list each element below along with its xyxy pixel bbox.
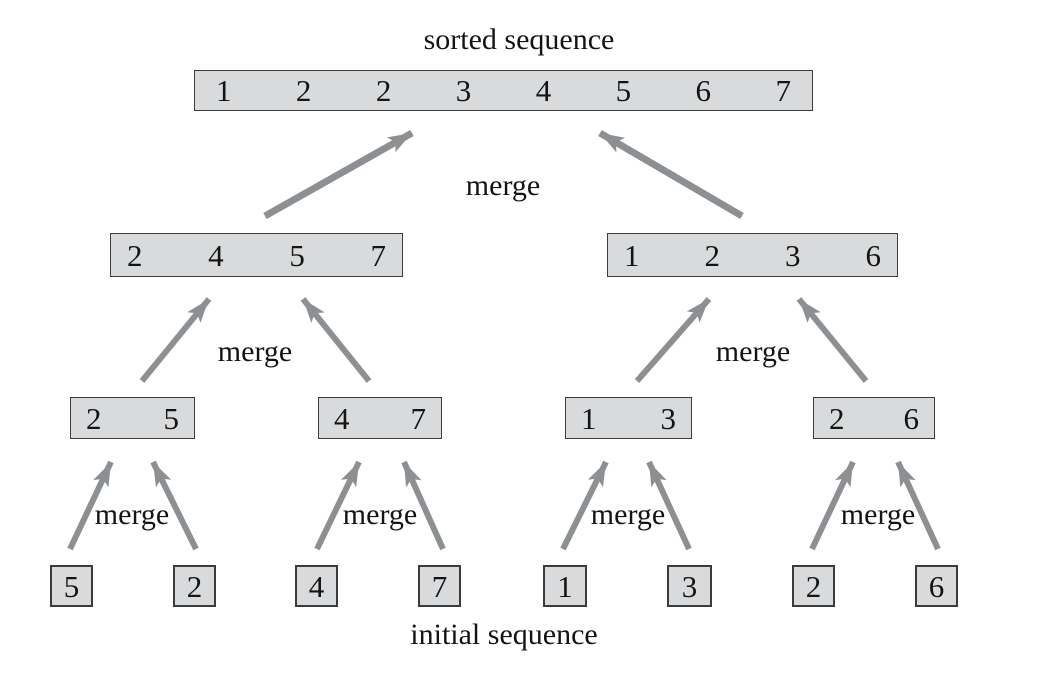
sequence-value: 7 [370, 237, 386, 273]
run2-box-4: 2 6 [813, 397, 935, 439]
sequence-value: 5 [63, 568, 80, 604]
merge-label: merge [217, 335, 293, 368]
run2-box-1: 2 5 [70, 397, 195, 439]
merge-arrow [314, 460, 362, 551]
sequence-value: 2 [86, 400, 102, 436]
run4-box-right: 1 2 3 6 [607, 233, 898, 277]
merge-label: merge [342, 498, 418, 531]
leaf-box-2: 2 [173, 565, 216, 607]
sequence-value: 2 [295, 73, 312, 108]
sequence-value: 2 [375, 73, 392, 108]
sequence-value: 5 [289, 237, 305, 273]
leaf-box-8: 6 [915, 565, 958, 607]
sequence-value: 5 [163, 400, 180, 436]
sequence-value: 1 [557, 568, 573, 604]
sequence-value: 2 [127, 237, 143, 273]
sequence-value: 7 [431, 568, 448, 604]
merge-arrow [796, 297, 869, 383]
merge-label: merge [715, 335, 791, 368]
merge-arrow [139, 297, 212, 383]
sequence-value: 4 [308, 568, 325, 604]
leaf-box-5: 1 [543, 565, 587, 607]
run2-box-3: 1 3 [565, 397, 692, 439]
sequence-value: 7 [410, 400, 427, 436]
sequence-value: 3 [455, 73, 472, 108]
run4-box-left: 2 4 5 7 [110, 233, 403, 277]
merge-label: merge [465, 169, 541, 202]
leaf-box-4: 7 [418, 565, 461, 607]
leaf-box-7: 2 [792, 565, 835, 607]
merge-arrow [150, 460, 199, 551]
sequence-value: 7 [775, 73, 791, 108]
sequence-value: 2 [186, 568, 203, 604]
sequence-value: 3 [660, 400, 677, 436]
sequence-value: 3 [785, 237, 801, 273]
sequence-value: 4 [535, 73, 552, 108]
sequence-value: 2 [829, 400, 845, 436]
sequence-value: 1 [624, 237, 640, 273]
sequence-value: 6 [695, 73, 712, 108]
merge-arrow [560, 460, 609, 551]
sequence-value: 2 [805, 568, 822, 604]
sequence-value: 4 [334, 400, 350, 436]
merge-arrow [646, 460, 692, 551]
leaf-box-6: 3 [667, 565, 712, 607]
leaf-box-3: 4 [295, 565, 338, 607]
sequence-value: 1 [581, 400, 597, 436]
merge-arrow [598, 129, 744, 220]
sequence-value: 3 [681, 568, 698, 604]
merge-arrow [634, 297, 712, 383]
merge-label: merge [94, 498, 170, 531]
sorted-sequence-box: 1 2 2 3 4 5 6 7 [194, 70, 813, 111]
merge-arrow [263, 129, 414, 220]
sequence-value: 6 [865, 237, 882, 273]
leaf-box-1: 5 [50, 565, 93, 607]
merge-arrow [809, 460, 856, 551]
merge-arrow [67, 460, 114, 551]
run2-box-2: 4 7 [318, 397, 442, 439]
sequence-value: 6 [928, 568, 945, 604]
sequence-value: 2 [704, 237, 721, 273]
sequence-value: 4 [208, 237, 224, 273]
sequence-value: 1 [216, 73, 232, 108]
sequence-value: 6 [903, 400, 920, 436]
initial-sequence-label: initial sequence [410, 618, 598, 651]
sorted-sequence-label: sorted sequence [423, 23, 615, 56]
merge-arrow [895, 460, 941, 551]
merge-label: merge [590, 498, 666, 531]
sequence-value: 5 [615, 73, 632, 108]
merge-label: merge [840, 498, 916, 531]
merge-arrow [300, 297, 372, 383]
merge-arrow [401, 460, 446, 551]
